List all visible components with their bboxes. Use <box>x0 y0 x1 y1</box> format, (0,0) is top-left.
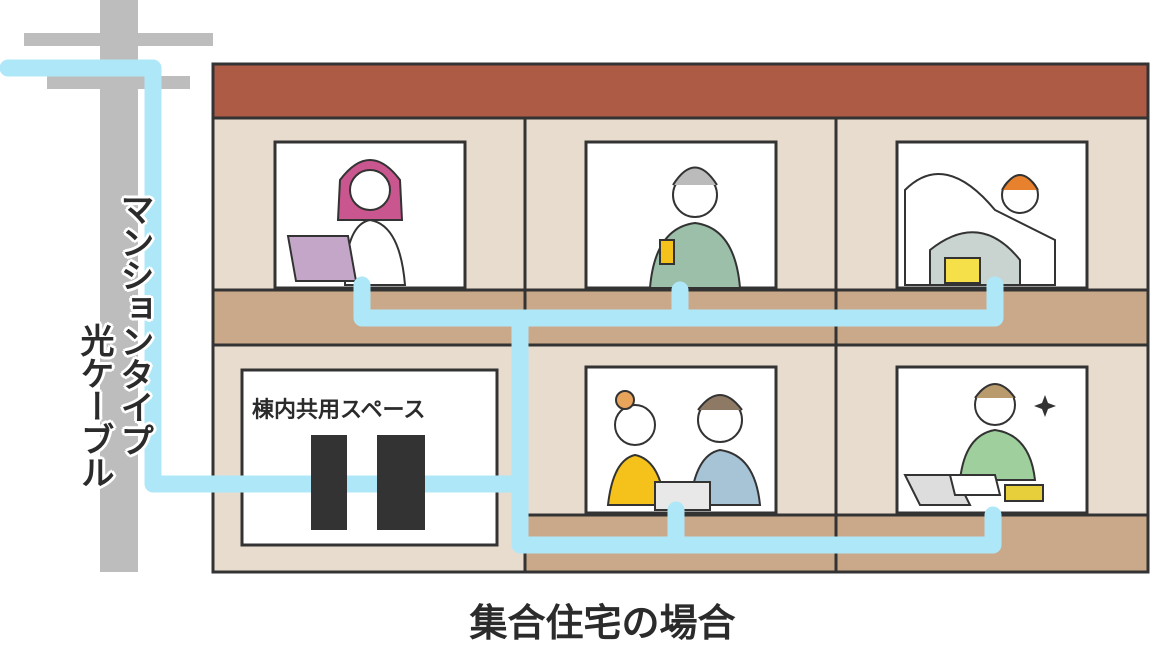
roof <box>211 62 1150 120</box>
person-woman-sofa <box>904 173 1056 286</box>
person-woman-laptop <box>286 159 407 286</box>
network-equipment <box>311 435 425 530</box>
person-older-man-phone <box>648 166 742 289</box>
cable-label-line2: 光ケーブル <box>74 323 114 488</box>
diagram-title: 集合住宅の場合 <box>469 601 736 645</box>
shared-space-box <box>240 368 499 547</box>
cable-label-line1: マンションタイプ <box>114 192 154 456</box>
person-student-studying <box>903 383 1056 506</box>
person-couple-laptop <box>606 390 762 511</box>
shared-space-label: 棟内共用スペース <box>252 398 426 423</box>
